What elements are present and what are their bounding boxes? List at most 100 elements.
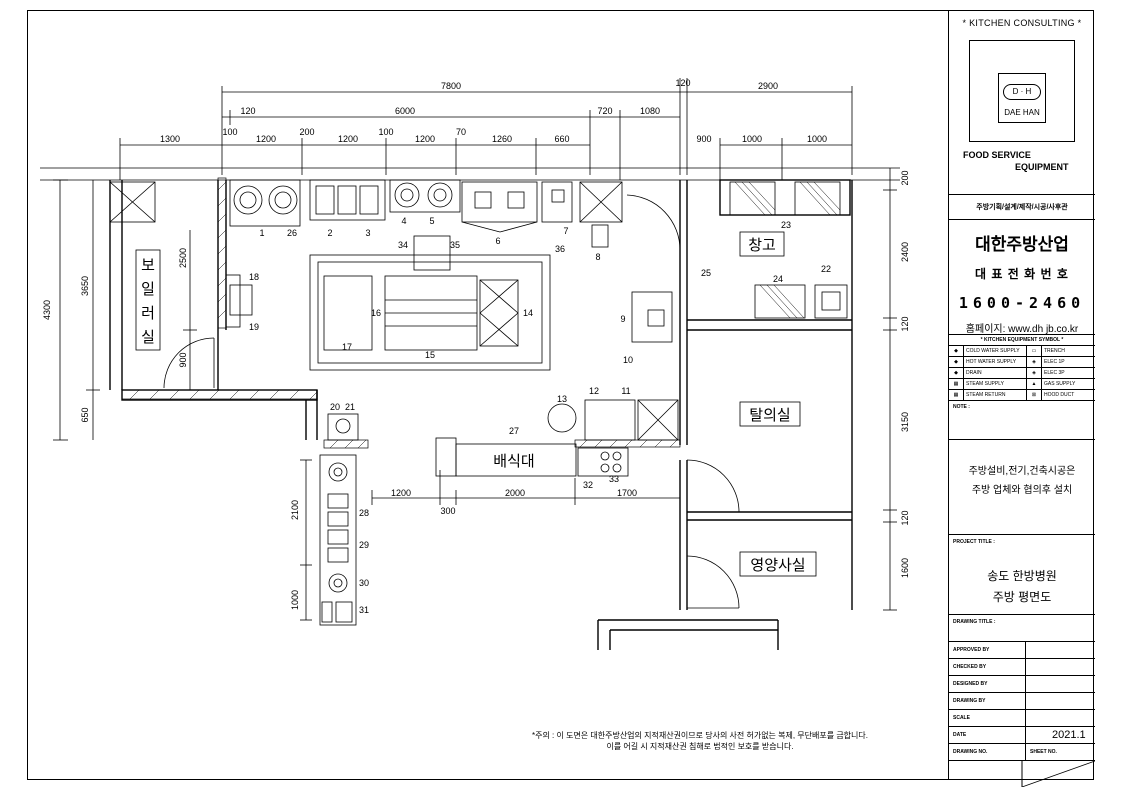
dim-100b: 100 bbox=[378, 127, 393, 137]
dim-1200a: 1200 bbox=[256, 134, 276, 144]
signoff-row: DATE 2021.1 bbox=[949, 727, 1095, 744]
item-20: 20 bbox=[330, 402, 340, 412]
hot-water-icon: ◆ bbox=[949, 357, 964, 367]
signoff-row: DRAWING BY bbox=[949, 693, 1095, 710]
dim-1080: 1080 bbox=[640, 106, 660, 116]
dim-7800: 7800 bbox=[441, 81, 461, 91]
item-21: 21 bbox=[345, 402, 355, 412]
item-22: 22 bbox=[821, 264, 831, 274]
symbol-label: STEAM RETURN bbox=[964, 390, 1027, 400]
dim-2100: 2100 bbox=[290, 500, 300, 520]
dim-4300: 4300 bbox=[42, 300, 52, 320]
floor-plan: 7800 120 2900 120 6000 720 1080 1300 100… bbox=[40, 78, 910, 650]
logo-name: DAE HAN bbox=[1004, 108, 1040, 117]
kitchen-consulting-label: * KITCHEN CONSULTING * bbox=[962, 18, 1082, 28]
item-6: 6 bbox=[495, 236, 500, 246]
drain-icon: ◆ bbox=[949, 368, 964, 378]
dim-1260: 1260 bbox=[492, 134, 512, 144]
room-dietitian: 영양사실 bbox=[750, 557, 805, 574]
item-35: 35 bbox=[450, 240, 460, 250]
footnote: *주의 : 이 도면은 대한주방산업의 지적재산권이므로 당사의 사전 허가없는… bbox=[480, 730, 920, 752]
dim-660: 660 bbox=[554, 134, 569, 144]
item-23: 23 bbox=[781, 220, 791, 230]
item-9: 9 bbox=[620, 314, 625, 324]
dim-720: 720 bbox=[597, 106, 612, 116]
signoff-row: DESIGNED BY bbox=[949, 676, 1095, 693]
item-7: 7 bbox=[563, 226, 568, 236]
project-name-1: 송도 한방병원 bbox=[987, 569, 1057, 583]
dim-100a: 100 bbox=[222, 127, 237, 137]
symbol-label: HOOD DUCT bbox=[1044, 392, 1075, 398]
item-25: 25 bbox=[701, 268, 711, 278]
sheet-no-label: SHEET NO. bbox=[1030, 749, 1057, 755]
cold-water-icon: ◆ bbox=[949, 346, 964, 356]
dim-1200b: 1200 bbox=[338, 134, 358, 144]
logo-emblem: D · H bbox=[1003, 84, 1041, 100]
symbol-label: HOT WATER SUPPLY bbox=[964, 357, 1027, 367]
boiler-room-char-2: 일 bbox=[141, 281, 155, 298]
title-block: * KITCHEN CONSULTING * D · H DAE HAN FOO… bbox=[948, 10, 1095, 787]
item-8: 8 bbox=[595, 252, 600, 262]
symbol-label: DRAIN bbox=[964, 368, 1027, 378]
company-name: 대한주방산업 bbox=[975, 235, 1069, 255]
dim-1000: 1000 bbox=[290, 590, 300, 610]
dim-70: 70 bbox=[456, 127, 466, 137]
item-29: 29 bbox=[359, 540, 369, 550]
dim-300: 300 bbox=[440, 506, 455, 516]
elec-1p-icon: ◈ bbox=[1027, 357, 1042, 367]
boiler-room-char-3: 러 bbox=[141, 305, 155, 322]
symbol-row: ▦ STEAM SUPPLY ▲ GAS SUPPLY bbox=[949, 379, 1095, 390]
drawing-title-area: DRAWING TITLE : bbox=[949, 615, 1095, 642]
item-5: 5 bbox=[429, 216, 434, 226]
note-text-2: 주방 업체와 협의후 설치 bbox=[971, 485, 1073, 496]
dim-120-right-a: 120 bbox=[900, 316, 910, 331]
dim-200-right: 200 bbox=[900, 170, 910, 185]
footnote-line-2: 이를 어길 시 지적재산권 침해로 법적인 보호를 받습니다. bbox=[606, 742, 794, 751]
signoff-row: SCALE bbox=[949, 710, 1095, 727]
item-36: 36 bbox=[555, 244, 565, 254]
dim-2500: 2500 bbox=[178, 248, 188, 268]
date-value: 2021.1 bbox=[1052, 729, 1086, 741]
rep-phone-label: 대 표 전 화 번 호 bbox=[975, 267, 1069, 281]
item-27: 27 bbox=[509, 426, 519, 436]
item-2: 2 bbox=[327, 228, 332, 238]
logo-inner: D · H DAE HAN bbox=[998, 73, 1046, 123]
scale-label: SCALE bbox=[949, 710, 1026, 726]
dim-2000: 2000 bbox=[505, 488, 525, 498]
signoff-table: APPROVED BY CHECKED BY DESIGNED BY DRAWI… bbox=[949, 642, 1095, 787]
company-area: 대한주방산업 대 표 전 화 번 호 1600-2460 홈페이지: www.d… bbox=[949, 220, 1095, 335]
trench-icon: ▭ bbox=[1027, 346, 1042, 356]
dim-3150: 3150 bbox=[900, 412, 910, 432]
note-label: NOTE : bbox=[953, 404, 970, 410]
symbol-label: STEAM SUPPLY bbox=[964, 379, 1027, 389]
item-30: 30 bbox=[359, 578, 369, 588]
symbol-row: ◆ DRAIN ◈ ELEC 3P bbox=[949, 368, 1095, 379]
symbol-label: ELEC 1P bbox=[1044, 359, 1065, 365]
symbol-row: ◆ HOT WATER SUPPLY ◈ ELEC 1P bbox=[949, 357, 1095, 368]
dim-1000b: 1000 bbox=[807, 134, 827, 144]
signoff-row: CHECKED BY bbox=[949, 659, 1095, 676]
dim-1200-bottom: 1200 bbox=[391, 488, 411, 498]
logo-box: D · H DAE HAN bbox=[969, 40, 1075, 142]
item-31: 31 bbox=[359, 605, 369, 615]
approved-by-label: APPROVED BY bbox=[949, 642, 1026, 658]
item-33: 33 bbox=[609, 474, 619, 484]
services-label: 주방기획/설계/제작/시공/사후관 bbox=[949, 195, 1095, 220]
signoff-row: APPROVED BY bbox=[949, 642, 1095, 659]
symbol-label: ELEC 3P bbox=[1044, 370, 1065, 376]
item-32: 32 bbox=[583, 480, 593, 490]
sheet-no-box bbox=[1021, 761, 1095, 787]
symbol-label: COLD WATER SUPPLY bbox=[964, 346, 1027, 356]
item-16: 16 bbox=[371, 308, 381, 318]
dim-1200c: 1200 bbox=[415, 134, 435, 144]
dim-900: 900 bbox=[696, 134, 711, 144]
note-text-1: 주방설비,전기,건축시공은 bbox=[968, 466, 1076, 477]
dim-120: 120 bbox=[240, 106, 255, 116]
food-service-label: FOOD SERVICE bbox=[963, 150, 1031, 160]
item-17: 17 bbox=[342, 342, 352, 352]
symbol-legend-title: * KITCHEN EQUIPMENT SYMBOL * bbox=[949, 335, 1095, 346]
item-15: 15 bbox=[425, 350, 435, 360]
room-locker: 탈의실 bbox=[749, 407, 790, 424]
room-storage: 창고 bbox=[748, 237, 776, 254]
elec-3p-icon: ◈ bbox=[1027, 368, 1042, 378]
